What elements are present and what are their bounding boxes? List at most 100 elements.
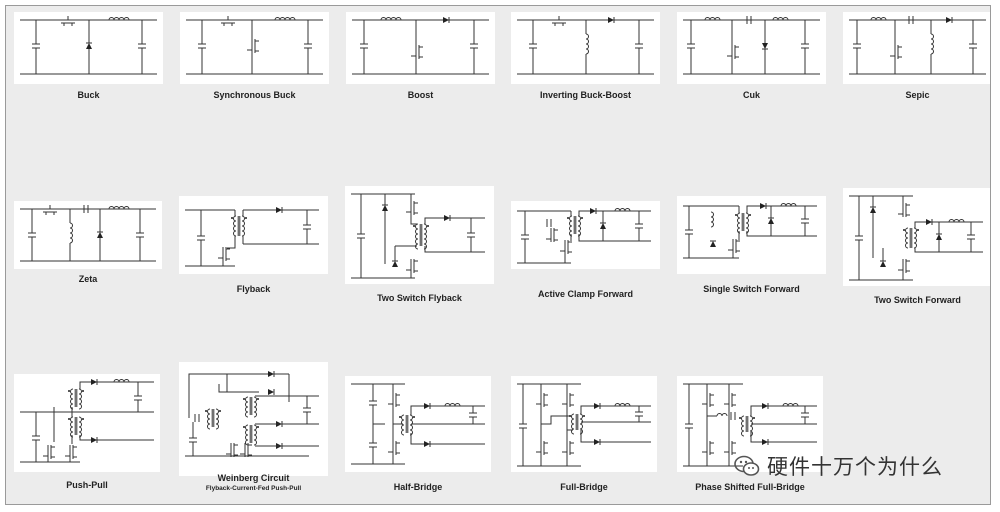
schematic-single-switch-forward xyxy=(677,196,826,274)
schematic-boost xyxy=(346,12,495,84)
schematic-sepic xyxy=(843,12,990,84)
schematic-two-switch-flyback xyxy=(345,186,494,284)
topology-label: Zeta xyxy=(78,274,98,284)
topology-full-bridge: Full-Bridge xyxy=(511,376,657,504)
wechat-icon xyxy=(734,455,760,476)
watermark-text: 硬件十万个为什么 xyxy=(767,455,943,479)
diode xyxy=(594,439,600,445)
diode xyxy=(444,215,450,221)
topology-buck: Buck xyxy=(14,12,163,112)
inductor xyxy=(614,403,631,407)
inductor xyxy=(108,206,130,210)
topology-single-switch-forward: Single Switch Forward xyxy=(677,196,826,306)
topology-label: Half-Bridge xyxy=(393,482,443,492)
circuit-diagram xyxy=(683,203,817,259)
topology-sublabel: Flyback-Current-Fed Push-Pull xyxy=(205,485,302,492)
transformer xyxy=(68,388,84,410)
schematic-buck xyxy=(14,12,163,84)
topology-label: Synchronous Buck xyxy=(213,90,296,100)
diode xyxy=(86,43,92,49)
diode xyxy=(946,17,952,23)
topology-zeta: Zeta xyxy=(14,201,162,296)
inductor xyxy=(710,211,714,228)
inductor xyxy=(585,33,589,55)
diode xyxy=(762,439,768,445)
schematic-weinberg xyxy=(179,362,328,476)
transformer xyxy=(903,227,919,249)
transformer xyxy=(569,413,585,435)
transformer xyxy=(739,415,755,437)
circuit-diagram xyxy=(20,16,157,75)
circuit-diagram xyxy=(517,208,651,264)
circuit-diagram xyxy=(351,383,485,465)
circuit-diagram xyxy=(517,16,654,75)
topology-label: Active Clamp Forward xyxy=(537,289,634,299)
mosfet xyxy=(536,441,548,455)
transformer xyxy=(567,215,583,237)
diode xyxy=(424,403,430,409)
diode xyxy=(91,379,97,385)
circuit-diagram xyxy=(849,16,986,75)
schematic-half-bridge xyxy=(345,376,491,472)
topology-inv-buck-boost: Inverting Buck-Boost xyxy=(511,12,660,112)
mosfet xyxy=(898,203,910,217)
diode xyxy=(276,207,282,213)
circuit-diagram xyxy=(186,16,323,75)
circuit-diagram xyxy=(20,379,154,463)
mosfet xyxy=(702,393,714,407)
mosfet xyxy=(411,45,423,59)
topology-label: Two Switch Flyback xyxy=(377,293,462,303)
topology-cuk: Cuk xyxy=(677,12,826,112)
diode xyxy=(97,232,103,238)
schematic-full-bridge xyxy=(511,376,657,472)
topology-label: Sepic xyxy=(905,90,930,100)
topology-label: Boost xyxy=(407,90,434,100)
mosfet xyxy=(560,240,572,254)
inductor xyxy=(870,17,887,21)
diode xyxy=(880,261,886,267)
mosfet xyxy=(728,239,740,253)
inductor xyxy=(69,222,73,244)
transformer xyxy=(68,416,84,438)
diode xyxy=(424,441,430,447)
mosfet xyxy=(702,441,714,455)
inductor xyxy=(704,17,721,21)
mosfet xyxy=(727,45,739,59)
mosfet xyxy=(552,16,566,26)
mosfet xyxy=(724,441,736,455)
inductor xyxy=(444,403,461,407)
diode xyxy=(600,223,606,229)
topology-sync-buck: Synchronous Buck xyxy=(180,12,329,112)
topology-push-pull: Push-Pull xyxy=(14,374,160,502)
topology-two-switch-forward: Two Switch Forward xyxy=(843,188,990,317)
topology-label: Single Switch Forward xyxy=(703,284,800,294)
diode xyxy=(268,371,274,377)
diode xyxy=(936,234,942,240)
mosfet xyxy=(406,259,418,273)
mosfet xyxy=(562,441,574,455)
mosfet xyxy=(546,228,558,242)
mosfet xyxy=(898,259,910,273)
topology-boost: Boost xyxy=(346,12,495,112)
diode xyxy=(608,17,614,23)
inductor xyxy=(614,208,631,212)
circuit-diagram xyxy=(351,193,485,279)
mosfet xyxy=(562,393,574,407)
transformer xyxy=(231,215,247,237)
topology-flyback: Flyback xyxy=(179,196,328,306)
diode xyxy=(762,43,768,49)
inductor xyxy=(772,17,789,21)
topology-label: Weinberg Circuit xyxy=(217,473,290,483)
inductor xyxy=(948,219,965,223)
schematic-flyback xyxy=(179,196,328,274)
transformer xyxy=(243,424,259,446)
mosfet xyxy=(724,393,736,407)
watermark: 硬件十万个为什么 xyxy=(733,452,943,480)
inductor xyxy=(930,33,934,55)
diode xyxy=(392,261,398,267)
diode xyxy=(870,207,876,213)
schematic-active-clamp-forward xyxy=(511,201,660,269)
diode xyxy=(382,205,388,211)
topology-label: Two Switch Forward xyxy=(874,295,961,305)
